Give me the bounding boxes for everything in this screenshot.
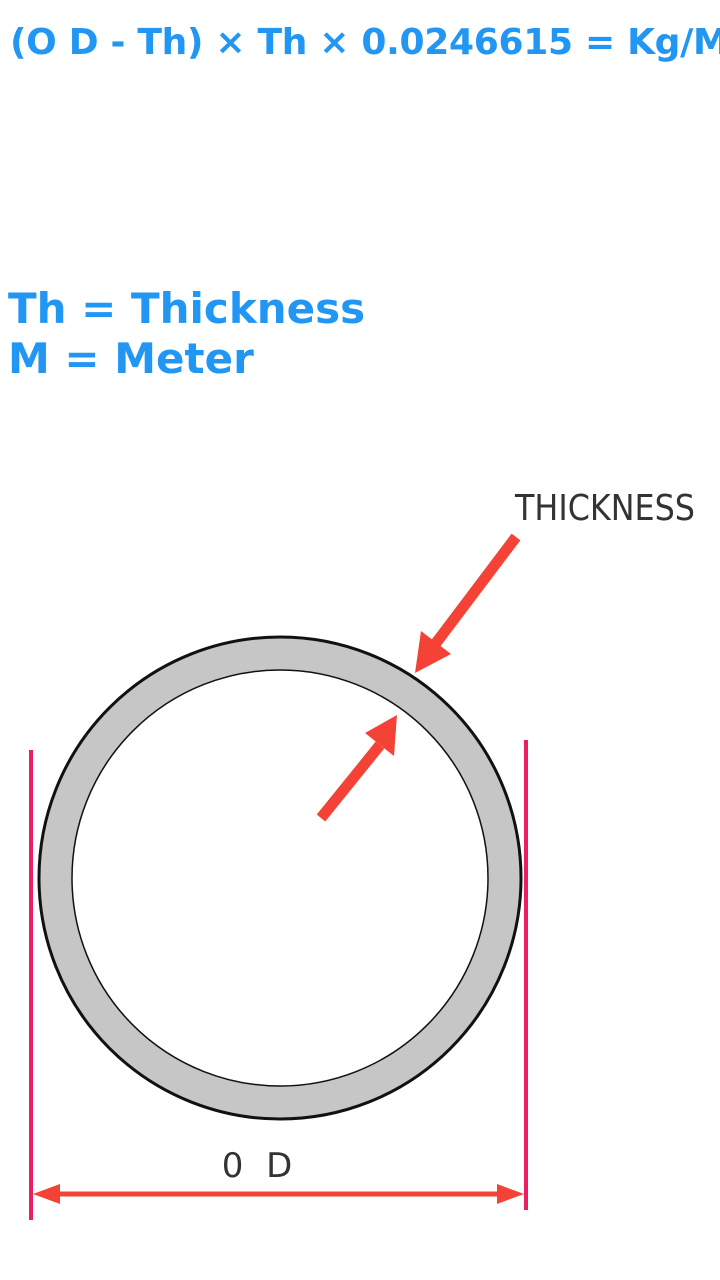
legend-meter-definition: M = Meter	[8, 334, 254, 383]
legend-thickness-definition: Th = Thickness	[8, 284, 366, 333]
thickness-label: THICKNESS	[514, 488, 695, 529]
thickness-arrow-inner-shaft	[316, 741, 385, 822]
thickness-arrow-outer	[415, 533, 521, 673]
pipe-diagram: THICKNESS 0 D	[0, 460, 720, 1260]
pipe-inner-bore	[71, 669, 489, 1087]
od-arrowhead-right	[497, 1184, 524, 1204]
od-dimension-arrow	[33, 1184, 524, 1204]
thickness-arrow-outer-shaft	[431, 533, 521, 647]
thickness-arrow-inner-head	[365, 715, 397, 756]
formula-text: (O D - Th) × Th × 0.0246615 = Kg/M	[10, 22, 720, 63]
legend: Th = Thickness M = Meter	[8, 284, 365, 384]
od-arrowhead-left	[33, 1184, 60, 1204]
thickness-arrow-inner	[316, 715, 397, 822]
pipe-diagram-canvas: THICKNESS 0 D	[29, 488, 695, 1220]
thickness-arrow-outer-head	[415, 631, 451, 673]
od-label: 0 D	[222, 1146, 299, 1186]
